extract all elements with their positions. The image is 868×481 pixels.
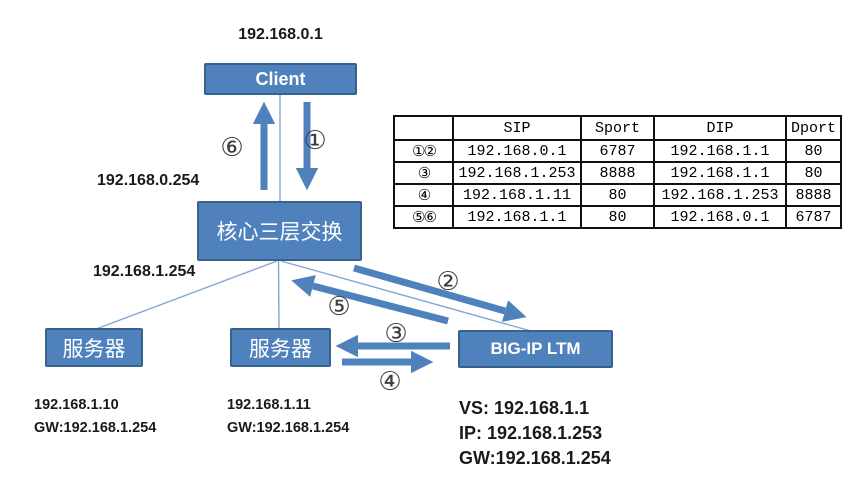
table-header-sport: Sport	[580, 115, 655, 141]
core-switch-node-label: 核心三层交换	[216, 221, 343, 244]
server1-node: 服务器	[45, 328, 143, 367]
client-node: Client	[204, 63, 357, 95]
table-cell-flow: ③	[393, 161, 454, 185]
table-header-dip: DIP	[653, 115, 787, 141]
bigip-vs-label: VS: 192.168.1.1	[459, 398, 590, 418]
flow-label-4: ④	[378, 367, 402, 397]
server1-ip-label: 192.168.1.10	[34, 397, 119, 413]
table-header-flow	[393, 115, 454, 141]
link-switch-bigip	[280, 260, 532, 332]
client-ip-label: 192.168.0.1	[238, 26, 323, 43]
table-row: ④ 192.168.1.11 80 192.168.1.253 8888	[393, 183, 842, 207]
bigip-node-label: BIG-IP LTM	[490, 339, 581, 358]
table-row: ①② 192.168.0.1 6787 192.168.1.1 80	[393, 139, 842, 163]
server1-annotation: 192.168.1.10 GW:192.168.1.254	[34, 394, 156, 440]
flow-arrow-2-switch-to-bigip	[353, 264, 527, 322]
link-switch-server1	[95, 260, 278, 330]
table-cell-flow: ①②	[393, 139, 454, 163]
switch-client-side-ip-label: 192.168.0.254	[97, 172, 200, 189]
bigip-ip-label: IP: 192.168.1.253	[459, 423, 603, 443]
server2-node: 服务器	[230, 328, 331, 367]
server2-ip-label: 192.168.1.11	[227, 397, 311, 413]
switch-server-side-ip-label: 192.168.1.254	[93, 263, 196, 280]
table-row: ⑤⑥ 192.168.1.1 80 192.168.0.1 6787	[393, 205, 842, 229]
table-cell-dip: 192.168.1.1	[653, 139, 787, 163]
table-cell-dport: 8888	[785, 183, 842, 207]
table-cell-dip: 192.168.0.1	[653, 205, 787, 229]
link-switch-server2	[277, 260, 280, 330]
table-header-sip: SIP	[452, 115, 582, 141]
bigip-annotation: VS: 192.168.1.1 IP: 192.168.1.253 GW:192…	[459, 396, 611, 471]
table-cell-sip: 192.168.1.11	[452, 183, 582, 207]
table-header-row: SIP Sport DIP Dport	[393, 115, 842, 141]
flow-arrow-5-bigip-to-switch	[291, 275, 449, 325]
table-cell-dport: 80	[785, 161, 842, 185]
server1-gateway-label: GW:192.168.1.254	[34, 420, 157, 436]
server1-node-label: 服务器	[62, 337, 126, 361]
core-switch-node: 核心三层交换	[197, 201, 362, 261]
table-cell-sip: 192.168.0.1	[452, 139, 582, 163]
client-node-label: Client	[255, 68, 306, 89]
bigip-gateway-label: GW:192.168.1.254	[459, 448, 611, 468]
flow-label-5: ⑤	[327, 292, 351, 322]
table-cell-dip: 192.168.1.253	[653, 183, 787, 207]
table-cell-dport: 80	[785, 139, 842, 163]
server2-node-label: 服务器	[249, 337, 312, 361]
table-row: ③ 192.168.1.253 8888 192.168.1.1 80	[393, 161, 842, 185]
flow-label-2: ②	[436, 267, 460, 297]
packet-flow-table: SIP Sport DIP Dport ①② 192.168.0.1 6787 …	[393, 115, 842, 229]
bigip-node: BIG-IP LTM	[458, 330, 613, 368]
table-cell-dip: 192.168.1.1	[653, 161, 787, 185]
server2-annotation: 192.168.1.11 GW:192.168.1.254	[227, 394, 349, 440]
flow-label-6: ⑥	[220, 133, 244, 163]
table-cell-sip: 192.168.1.1	[452, 205, 582, 229]
table-cell-sport: 6787	[580, 139, 655, 163]
table-cell-flow: ④	[393, 183, 454, 207]
flow-label-3: ③	[384, 319, 408, 349]
server2-gateway-label: GW:192.168.1.254	[227, 420, 350, 436]
table-cell-sport: 80	[580, 205, 655, 229]
table-cell-flow: ⑤⑥	[393, 205, 454, 229]
table-cell-sip: 192.168.1.253	[452, 161, 582, 185]
table-cell-sport: 80	[580, 183, 655, 207]
table-header-dport: Dport	[785, 115, 842, 141]
table-cell-sport: 8888	[580, 161, 655, 185]
flow-label-1: ①	[303, 126, 327, 156]
table-cell-dport: 6787	[785, 205, 842, 229]
